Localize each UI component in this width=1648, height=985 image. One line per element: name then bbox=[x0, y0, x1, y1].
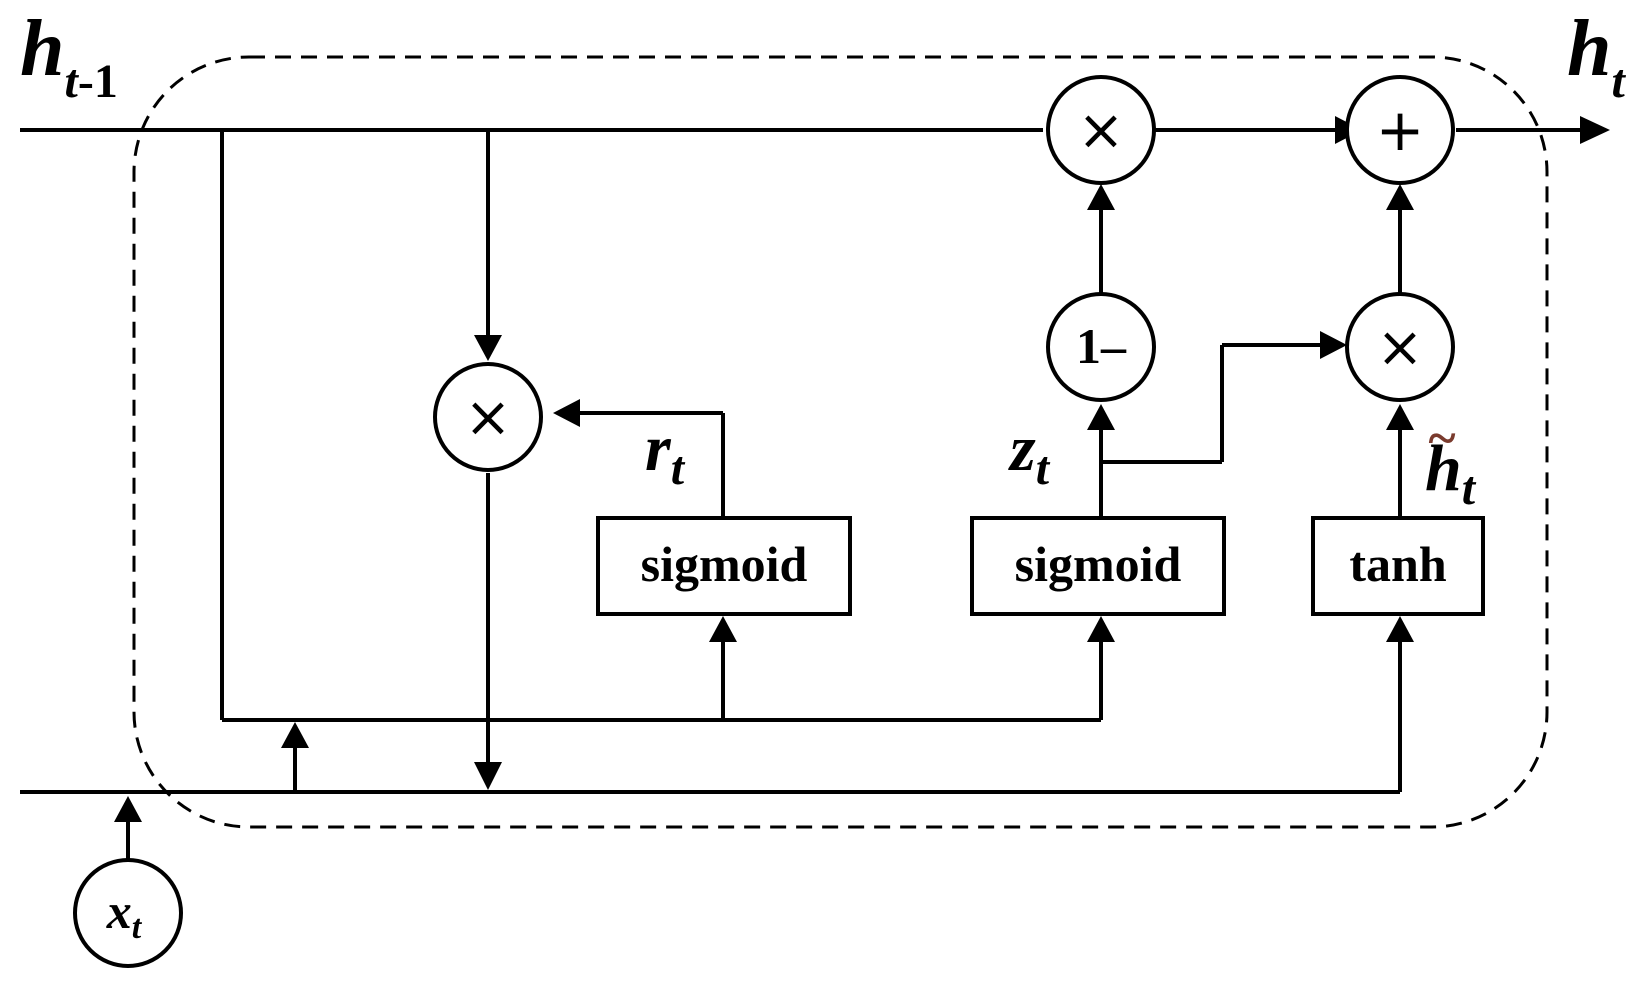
one-minus-symbol: 1– bbox=[1076, 318, 1127, 374]
input-xt-label: xt bbox=[106, 883, 143, 946]
arrowhead-xt bbox=[114, 796, 142, 822]
arrowhead-to-add-up bbox=[1386, 184, 1414, 210]
candidate-multiply-node: × bbox=[1345, 292, 1455, 402]
arrowhead-reset-sigmoid bbox=[709, 616, 737, 642]
arrowhead-x-to-bus bbox=[281, 722, 309, 748]
add-symbol: + bbox=[1376, 96, 1425, 164]
reset-sigmoid-label: sigmoid bbox=[641, 536, 808, 592]
arrowhead-rt bbox=[553, 399, 580, 427]
input-hprev-label: ht-1 bbox=[20, 5, 118, 108]
arrowhead-to-one-minus bbox=[1087, 404, 1115, 430]
candidate-multiply-symbol: × bbox=[1377, 315, 1424, 380]
top-multiply-symbol: × bbox=[1078, 98, 1125, 163]
candidate-signal-label: ht bbox=[1425, 432, 1477, 515]
top-multiply-node: × bbox=[1046, 75, 1156, 185]
arrowhead-to-cand-mul bbox=[1386, 404, 1414, 430]
cell-boundary bbox=[132, 55, 1549, 829]
arrowhead-zt-to-cand-mul bbox=[1320, 331, 1347, 359]
arrowhead-output bbox=[1580, 116, 1610, 144]
input-node: xt bbox=[73, 858, 183, 968]
arrowhead-update-sigmoid bbox=[1087, 616, 1115, 642]
add-node: + bbox=[1345, 75, 1455, 185]
arrowhead-to-x-line bbox=[474, 762, 502, 790]
output-ht-label: ht bbox=[1567, 5, 1627, 108]
reset-multiply-node: × bbox=[433, 362, 543, 472]
tanh-label: tanh bbox=[1349, 536, 1446, 592]
update-sigmoid-label: sigmoid bbox=[1015, 536, 1182, 592]
update-signal-label: zt bbox=[1008, 412, 1051, 495]
candidate-tilde: ~ bbox=[1428, 410, 1455, 467]
tanh-box: tanh bbox=[1311, 516, 1485, 616]
arrowhead-to-top-mul bbox=[1087, 184, 1115, 210]
update-sigmoid-box: sigmoid bbox=[970, 516, 1226, 616]
one-minus-node: 1– bbox=[1046, 292, 1156, 402]
reset-sigmoid-box: sigmoid bbox=[596, 516, 852, 616]
arrowhead-to-reset-mul bbox=[474, 335, 502, 361]
reset-signal-label: rt bbox=[645, 412, 686, 495]
reset-multiply-symbol: × bbox=[465, 385, 512, 450]
arrowhead-tanh bbox=[1386, 616, 1414, 642]
